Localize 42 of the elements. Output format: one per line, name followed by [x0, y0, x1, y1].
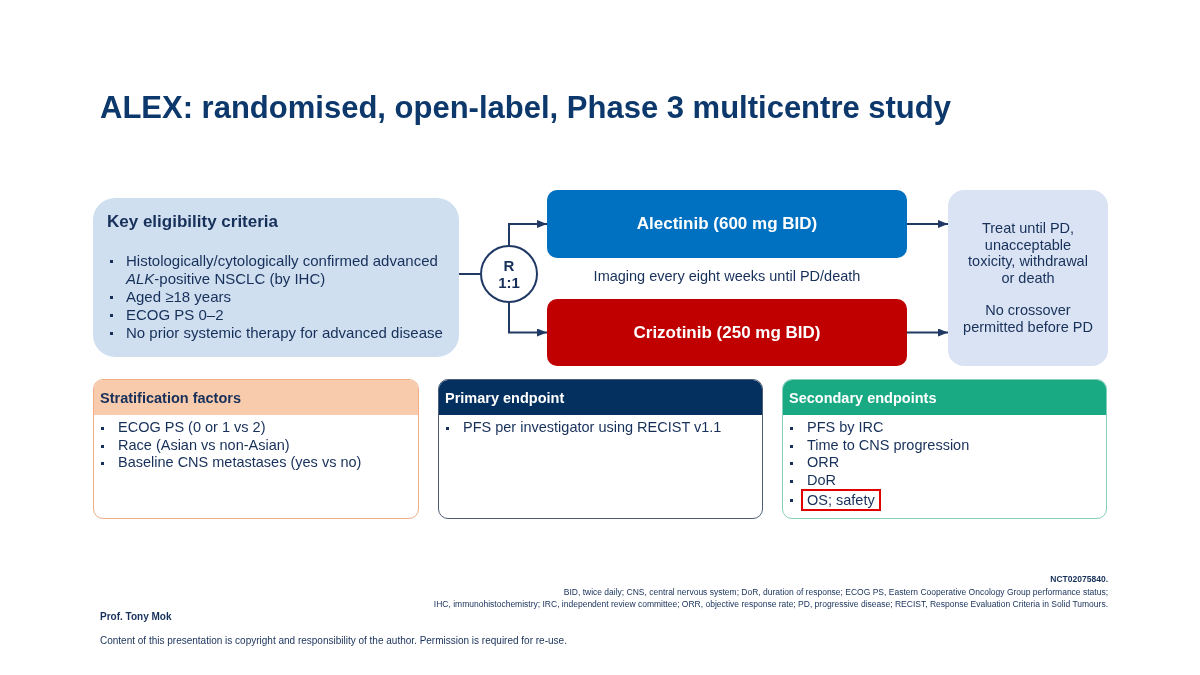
note-text: Imaging every eight weeks until PD/death: [593, 268, 861, 285]
arrow: [508, 302, 548, 337]
outcome-box: [948, 190, 1108, 366]
arrow: [508, 220, 548, 246]
card-header: Primary endpoint: [439, 380, 762, 415]
bullet-item: Time to CNS progression: [788, 436, 970, 454]
copyright-notice: Content of this presentation is copyright and responsibility of the author. Permission is required for re-use.: [100, 635, 567, 647]
arm-label: Crizotinib (250 mg BID): [633, 322, 821, 343]
randomisation-circle: [480, 245, 538, 303]
bullet-item: Baseline CNS metastases (yes vs no): [99, 454, 362, 472]
bullet-item: ORR: [788, 454, 840, 472]
arrow: [906, 220, 949, 228]
panel-heading: Key eligibility criteria: [107, 212, 278, 232]
criteria-panel: [93, 198, 459, 357]
treatment-arm-box: [547, 299, 907, 366]
bullet-item: ECOG PS (0 or 1 vs 2): [99, 419, 266, 437]
highlighted-text: OS; safety: [801, 489, 881, 511]
bullet-item: DoR: [788, 471, 836, 489]
footnote-text: IHC, immunohistochemistry; IRC, independent review committee; ORR, objective response rate; PD, progressive disease; RECIST, Response Evaluation Criteria in Solid Tumours.: [433, 599, 1108, 609]
bullet-item: ECOG PS 0–2: [107, 306, 224, 324]
card-header: Stratification factors: [94, 380, 418, 415]
arrow: [906, 328, 949, 337]
info-card: [438, 379, 763, 519]
bullet-item: Aged ≥18 years: [107, 288, 231, 306]
bullet-item: PFS per investigator using RECIST v1.1: [444, 419, 722, 437]
reference-text: NCT02075840.: [1050, 574, 1108, 584]
info-card: [93, 379, 419, 519]
bullet-item: Histologically/cytologically confirmed advanced ALK-positive NSCLC (by IHC): [107, 252, 455, 288]
slide-title: ALEX: randomised, open-label, Phase 3 multicentre study: [100, 90, 951, 126]
bullet-item: No prior systemic therapy for advanced disease: [107, 324, 443, 342]
info-card: [782, 379, 1107, 519]
bullet-item: PFS by IRC: [788, 419, 884, 437]
ratio-label: R 1:1: [497, 257, 521, 291]
footnote-text: BID, twice daily; CNS, central nervous system; DoR, duration of response; ECOG PS, Eastern Cooperative Oncology Group performance status;: [563, 587, 1108, 597]
bullet-item: Race (Asian vs non-Asian): [99, 436, 290, 454]
outcome-text: Treat until PD, unacceptable toxicity, withdrawal or death: [967, 220, 1089, 286]
treatment-arm-box: [547, 190, 907, 258]
author-name: Prof. Tony Mok: [100, 611, 172, 623]
card-header: Secondary endpoints: [783, 380, 1106, 415]
outcome-text: No crossover permitted before PD: [962, 302, 1094, 335]
connector-line: [458, 273, 481, 275]
arm-label: Alectinib (600 mg BID): [636, 214, 818, 234]
